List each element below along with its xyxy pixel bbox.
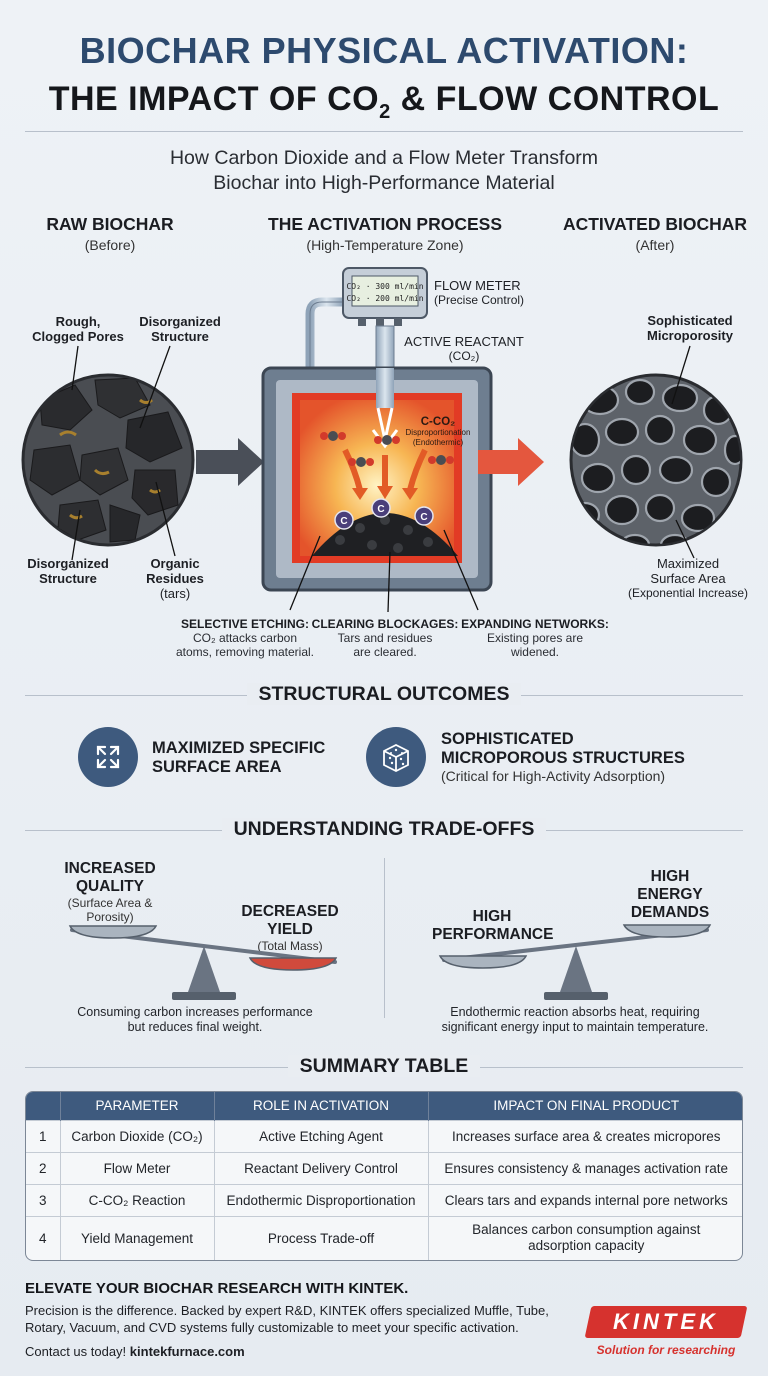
balance-scale-quality-yield (68, 925, 338, 1000)
cta-contact: Contact us today! kintekfurnace.com (25, 1344, 245, 1359)
table-cell-param: Yield Management (60, 1215, 215, 1260)
table-cell-role: Reactant Delivery Control (214, 1151, 429, 1184)
title-line-1: BIOCHAR PHYSICAL ACTIVATION: (79, 30, 689, 71)
title-divider (25, 131, 743, 132)
balance-scale-performance-energy (438, 924, 712, 1000)
summary-heading-wrap: SUMMARY TABLE (0, 1055, 768, 1078)
tradeoff-decreased-yield: DECREASED YIELD (Total Mass) (241, 903, 339, 953)
carbon-atom-1: C (340, 516, 347, 527)
table-header-impact: IMPACT ON FINAL PRODUCT (428, 1092, 742, 1120)
table-cell-impact: Balances carbon consumption against adso… (428, 1215, 742, 1260)
table-cell-num: 1 (26, 1119, 61, 1152)
table-cell-impact: Increases surface area & creates micropo… (428, 1119, 742, 1152)
cta-heading: ELEVATE YOUR BIOCHAR RESEARCH WITH KINTE… (25, 1280, 409, 1297)
activation-process-heading: THE ACTIVATION PROCESS (High-Temperature… (268, 214, 502, 253)
table-cell-param: C-CO₂ Reaction (60, 1183, 215, 1216)
caption-clearing-blockages: CLEARING BLOCKAGES: Tars and residues ar… (311, 617, 459, 659)
kintek-tagline: Solution for researching (596, 1343, 736, 1357)
microporous-cube-icon (366, 727, 426, 787)
kintek-logo-text: KINTEK (613, 1309, 719, 1334)
tradeoff-increased-quality: INCREASED QUALITY (Surface Area & Porosi… (64, 860, 156, 924)
table-cell-num: 4 (26, 1215, 61, 1260)
table-header-parameter: PARAMETER (60, 1092, 215, 1120)
carbon-atom-3: C (420, 512, 427, 523)
raw-biochar-circle (21, 345, 195, 561)
flow-display-line-1: CO₂ · 300 ml/min (346, 282, 423, 291)
flow-meter-device (305, 267, 428, 377)
table-row: 3 C-CO₂ Reaction Endothermic Disproporti… (26, 1183, 742, 1216)
tradeoffs-heading: UNDERSTANDING TRADE-OFFS (221, 818, 547, 840)
furnace (261, 366, 493, 613)
table-cell-impact: Ensures consistency & manages activation… (428, 1151, 742, 1184)
table-cell-param: Flow Meter (60, 1151, 215, 1184)
outcome-microporous: SOPHISTICATED MICROPOROUS STRUCTURES (Cr… (441, 730, 685, 784)
flow-display-line-2: CO₂ · 200 ml/min (346, 294, 423, 303)
table-row: 4 Yield Management Process Trade-off Bal… (26, 1215, 742, 1260)
table-row: 1 Carbon Dioxide (CO₂) Active Etching Ag… (26, 1119, 742, 1152)
table-cell-role: Active Etching Agent (214, 1119, 429, 1152)
outcomes-heading-wrap: STRUCTURAL OUTCOMES (0, 683, 768, 706)
caption-expanding-networks: EXPANDING NETWORKS: Existing pores are w… (461, 617, 609, 659)
label-rough-pores: Rough,Clogged Pores (32, 314, 124, 344)
table-header-num (26, 1092, 61, 1120)
table-row: 2 Flow Meter Reactant Delivery Control E… (26, 1151, 742, 1184)
activated-biochar-heading: ACTIVATED BIOCHAR (After) (562, 214, 748, 253)
table-cell-num: 2 (26, 1151, 61, 1184)
outcomes-heading: STRUCTURAL OUTCOMES (246, 683, 522, 705)
arrow-out-of-process (478, 438, 544, 486)
active-reactant-label: ACTIVE REACTANT (CO₂) (404, 334, 524, 363)
tradeoff-right-caption: Endothermic reaction absorbs heat, requi… (441, 1005, 709, 1034)
arrow-into-process (196, 438, 264, 486)
raw-biochar-heading: RAW BIOCHAR (Before) (46, 214, 174, 253)
caption-selective-etching: SELECTIVE ETCHING: CO₂ attacks carbon at… (175, 617, 315, 659)
summary-heading: SUMMARY TABLE (287, 1055, 481, 1077)
tradeoff-high-performance: HIGH PERFORMANCE (432, 908, 554, 943)
website-link[interactable]: kintekfurnace.com (129, 1344, 245, 1359)
tradeoffs-heading-wrap: UNDERSTANDING TRADE-OFFS (0, 818, 768, 841)
tradeoffs-center-divider (384, 858, 385, 1018)
table-cell-role: Process Trade-off (214, 1215, 429, 1260)
activation-diagram: CO₂ · 300 ml/min CO₂ · 200 ml/min C C C (21, 267, 743, 613)
table-cell-role: Endothermic Disproportionation (214, 1183, 429, 1216)
expand-arrows-icon (78, 727, 138, 787)
carbon-atom-2: C (377, 504, 384, 515)
title-line-2: THE IMPACT OF CO2 & FLOW CONTROL (48, 80, 720, 123)
activated-biochar-circle (569, 345, 743, 559)
table-header-row: PARAMETER ROLE IN ACTIVATION IMPACT ON F… (26, 1092, 742, 1120)
table-cell-num: 3 (26, 1183, 61, 1216)
summary-table: PARAMETER ROLE IN ACTIVATION IMPACT ON F… (25, 1091, 743, 1261)
table-cell-param: Carbon Dioxide (CO₂) (60, 1119, 215, 1152)
tradeoff-high-energy: HIGH ENERGY DEMANDS (630, 868, 710, 921)
subtitle: How Carbon Dioxide and a Flow Meter Tran… (169, 147, 599, 194)
table-header-role: ROLE IN ACTIVATION (214, 1092, 429, 1120)
flow-meter-label: FLOW METER (Precise Control) (434, 278, 525, 307)
tradeoff-left-caption: Consuming carbon increases performance b… (77, 1005, 313, 1034)
cta-body: Precision is the difference. Backed by e… (25, 1303, 549, 1335)
reaction-label: C-CO₂ Disproportionation (Endothermic) (405, 416, 471, 447)
table-cell-impact: Clears tars and expands internal pore ne… (428, 1183, 742, 1216)
